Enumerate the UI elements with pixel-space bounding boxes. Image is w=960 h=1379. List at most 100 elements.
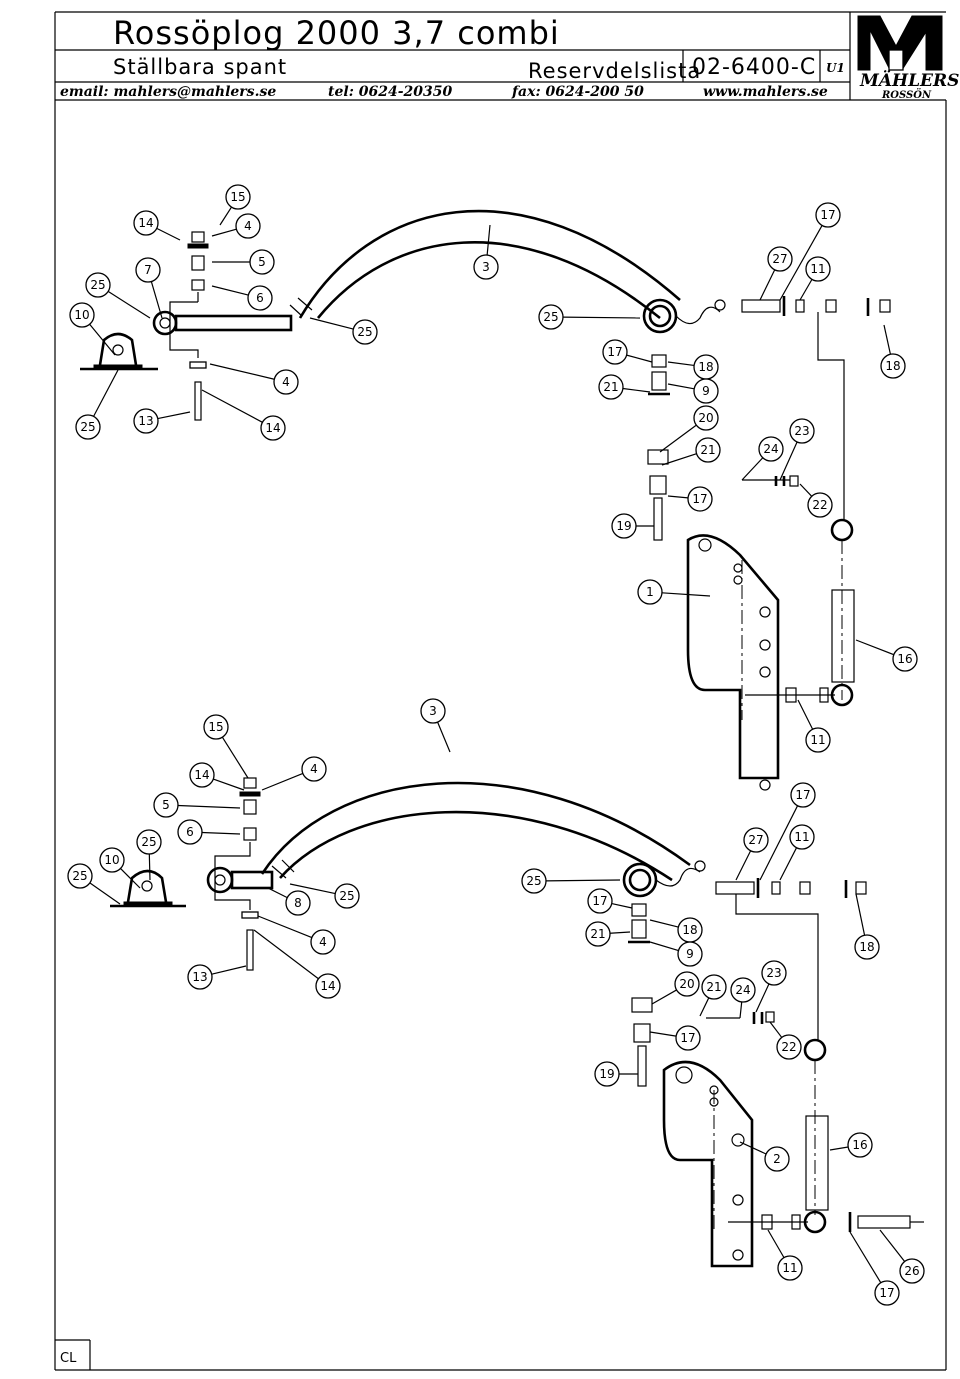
callout-top-bubble [249,249,275,275]
callout-bottom-leader [257,915,313,939]
callout-bottom-bubble [521,868,547,894]
callout-top-leader [667,495,689,499]
callout-top-label: 25 [543,310,558,324]
callout-bottom-bubble [189,762,215,788]
callout-top-bubble [598,374,624,400]
callout-bottom-label: 25 [339,889,354,903]
callout-top-label: 14 [265,421,280,435]
callout-top-bubble [637,579,663,605]
callout-bottom-bubble [99,847,125,873]
callout-bottom-leader [437,721,451,753]
callout-top-leader [779,225,823,301]
callout-top-bubble [602,339,628,365]
callout-bottom-label: 22 [781,1040,796,1054]
callout-bottom-label: 3 [429,704,437,718]
callout-bottom-label: 17 [879,1286,894,1300]
callout-bottom-bubble [776,1034,802,1060]
callout-bottom-label: 18 [682,923,697,937]
callout-bottom-leader [879,1229,906,1262]
callout-bottom-label: 24 [735,983,750,997]
callout-top-bubble [693,378,719,404]
company-logo: MÄHLERS ROSSÖN [857,15,959,101]
callout-bottom-label: 4 [319,935,327,949]
callout-bottom-label: 11 [782,1261,797,1275]
callout-bottom-leader [545,879,621,882]
callout-bottom-leader [649,919,679,928]
document-title: Rossöplog 2000 3,7 combi [113,14,560,52]
callout-bottom-bubble [899,1258,925,1284]
callout-top-leader [797,699,814,730]
callout-top-label: 1 [646,585,654,599]
contact-email: email: mahlers@mahlers.se [60,84,276,100]
callout-bottom-label: 17 [680,1031,695,1045]
document-type: Reservdelslista [528,59,701,83]
callout-bottom-leader [849,1231,882,1284]
callout-top-leader [89,323,116,356]
callout-bottom-bubble [203,714,229,740]
callout-bottom-bubble [285,890,311,916]
callout-bottom-leader [779,847,798,881]
callout-top-leader [211,285,249,296]
callout-bottom-bubble [594,1061,620,1087]
callout-top-label: 25 [357,325,372,339]
callout-top-label: 23 [794,424,809,438]
revision-label: U1 [826,61,845,75]
callout-bottom-bubble [761,960,787,986]
callout-top-label: 24 [763,442,778,456]
callout-top-leader [486,224,491,256]
callout-bottom-bubble [67,863,93,889]
callout-bottom-label: 25 [141,835,156,849]
callout-top-leader [855,639,895,656]
callout-top-bubble [225,184,251,210]
callout-top-bubble [85,272,111,298]
callout-bottom-label: 18 [859,940,874,954]
callout-bottom-leader [177,804,241,809]
callout-bottom-bubble [587,888,613,914]
callout-top-bubble [892,646,918,672]
callout-top-bubble [767,246,793,272]
callout-top-label: 25 [90,278,105,292]
callout-bottom-label: 27 [748,833,763,847]
callout-bottom-label: 26 [904,1264,919,1278]
callout-bottom-label: 17 [592,894,607,908]
callout-top-label: 5 [258,255,266,269]
callout-bottom-label: 21 [706,980,721,994]
callout-top-label: 20 [698,411,713,425]
callout-top-bubble [805,256,831,282]
callout-bottom-leader [649,1031,677,1037]
callout-top-leader [157,411,191,420]
callout-top-label: 13 [138,414,153,428]
callout-bottom-label: 6 [186,825,194,839]
callout-bottom-label: 9 [686,947,694,961]
callout-top-label: 17 [607,345,622,359]
callout-top-label: 14 [138,216,153,230]
callout-bottom-leader [213,778,245,791]
callout-top-label: 17 [820,208,835,222]
contact-tel: tel: 0624-20350 [328,84,452,100]
callout-bottom-bubble [334,883,360,909]
callout-bottom-bubble [585,921,611,947]
callout-top-leader [661,592,711,597]
callout-top-bubble [235,213,261,239]
callout-bottom-bubble [764,1146,790,1172]
callout-bottom-label: 15 [208,720,223,734]
callout-top-bubble [133,210,159,236]
callout-bottom-bubble [177,819,203,845]
callout-top-label: 17 [692,492,707,506]
callout-top-label: 25 [80,420,95,434]
callout-top-leader [799,279,813,301]
callout-top-label: 15 [230,190,245,204]
callout-bottom-label: 5 [162,798,170,812]
callout-top-leader [626,354,653,363]
callout-bottom-bubble [315,973,341,999]
callout-top-label: 4 [282,375,290,389]
callout-top-bubble [352,319,378,345]
callout-top-label: 11 [810,733,825,747]
callout-bottom-leader [148,853,151,881]
callout-top-label: 7 [144,263,152,277]
callout-top-leader [150,281,163,319]
callout-top-bubble [695,437,721,463]
callout-top-leader [883,324,892,355]
